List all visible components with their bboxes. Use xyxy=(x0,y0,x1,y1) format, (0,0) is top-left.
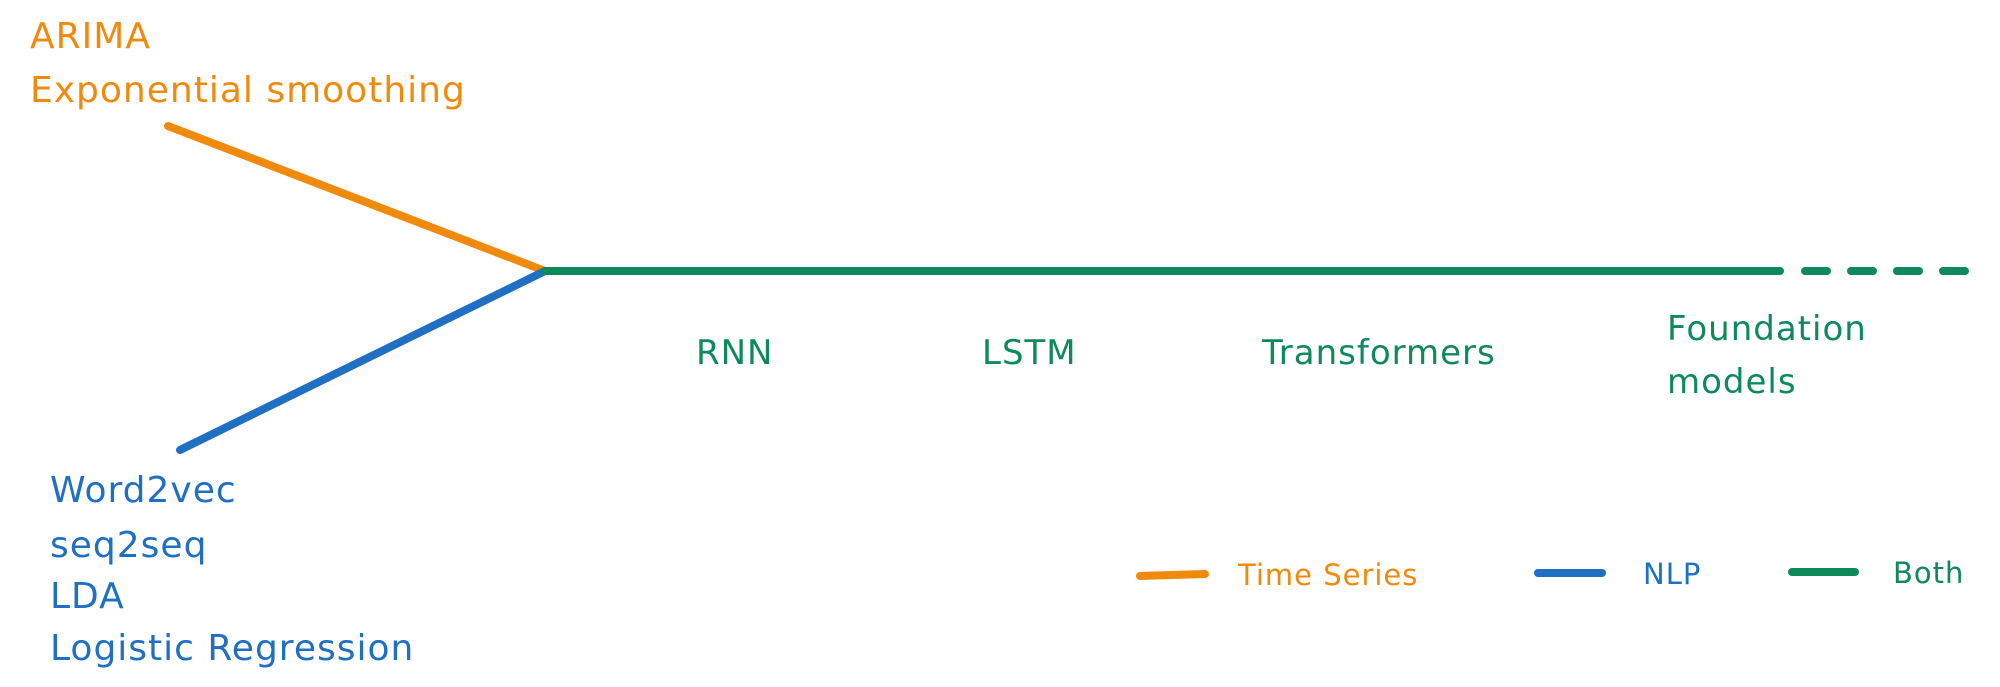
shared-model-foundation: Foundation xyxy=(1667,309,1867,349)
legend-label-nlp: NLP xyxy=(1643,557,1701,591)
time-series-model-exponential-smoothing: Exponential smoothing xyxy=(30,70,466,111)
shared-model-transformers: Transformers xyxy=(1261,333,1496,373)
time-series-model-arima: ARIMA xyxy=(30,16,151,57)
shared-model-rnn: RNN xyxy=(696,333,774,373)
legend-swatch-time-series xyxy=(1136,570,1209,580)
shared-model-models: models xyxy=(1667,362,1797,402)
nlp-model-logistic-regression: Logistic Regression xyxy=(50,628,414,669)
legend-label-time-series: Time Series xyxy=(1237,558,1418,592)
legend: Time Series NLP Both xyxy=(1136,556,1964,592)
legend-label-both: Both xyxy=(1893,556,1964,590)
shared-model-lstm: LSTM xyxy=(982,333,1077,373)
nlp-branch-line xyxy=(176,267,549,454)
nlp-model-lda: LDA xyxy=(50,576,125,617)
nlp-model-seq2seq: seq2seq xyxy=(50,525,207,566)
nlp-model-word2vec: Word2vec xyxy=(50,470,237,511)
time-series-branch-line xyxy=(164,122,549,275)
